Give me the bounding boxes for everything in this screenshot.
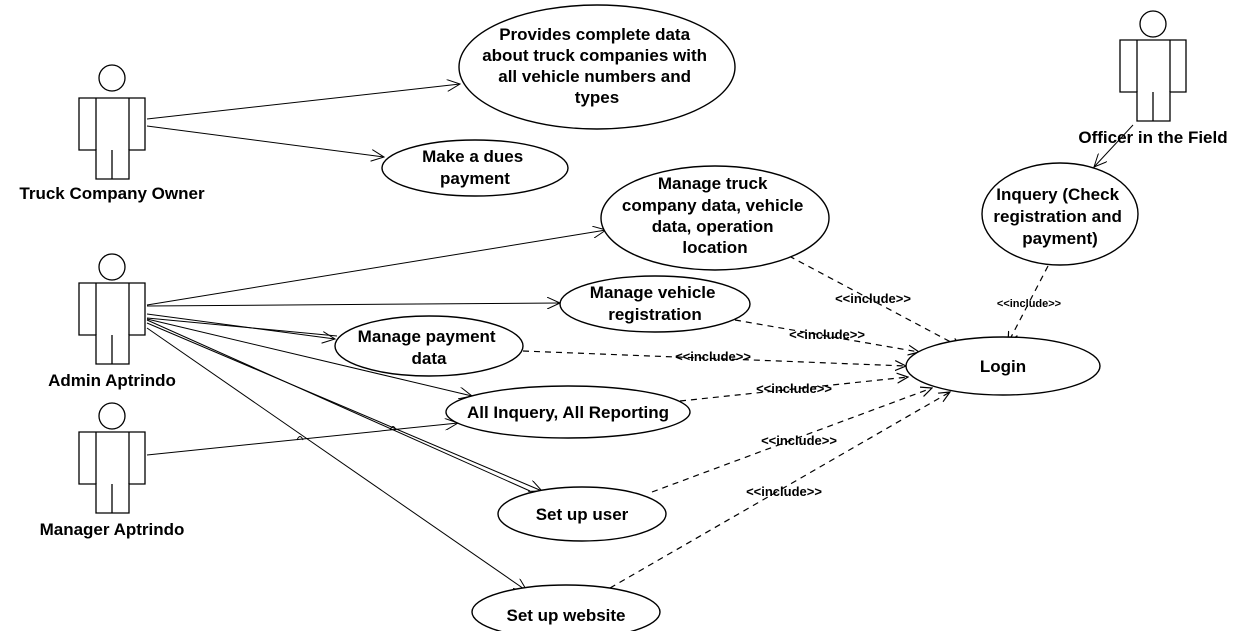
include-line (679, 377, 908, 402)
association-line (146, 230, 606, 306)
include-line (734, 319, 919, 352)
usecase-inquery-check-registration: Inquery (Check registration and payment) (981, 162, 1139, 266)
actor-figure-icon (78, 64, 146, 180)
line-crossing-hop (389, 426, 397, 431)
actor-manager-aptrindo: Manager Aptrindo (40, 402, 185, 539)
usecase-provides-complete-data: Provides complete data about truck compa… (458, 4, 736, 130)
usecase-label: Set up user (536, 505, 629, 524)
usecase-label: Inquery (Check registration and payment) (993, 185, 1126, 248)
usecase-login: Login (905, 336, 1101, 396)
actor-figure-icon (78, 402, 146, 514)
actor-officer-in-the-field: Officer in the Field (1078, 10, 1228, 147)
include-label: <<include>> (835, 291, 911, 306)
include-label: <<include>> (997, 298, 1061, 310)
usecase-manage-truck-company-data: Manage truck company data, vehicle data,… (600, 165, 830, 271)
include-dependencies (522, 255, 1049, 589)
association-line (146, 317, 338, 337)
associations (146, 84, 1134, 591)
usecase-label: Manage vehicle registration (590, 283, 720, 324)
include-label: <<include>> (746, 484, 822, 499)
usecase-set-up-user: Set up user (497, 486, 667, 542)
usecase-label: Manage payment data (358, 327, 501, 368)
actor-label: Truck Company Owner (19, 184, 205, 203)
include-label: <<include>> (675, 349, 751, 364)
usecase-set-up-website: Set up website (471, 584, 661, 631)
actor-truck-company-owner: Truck Company Owner (19, 64, 205, 203)
usecase-label: Login (980, 357, 1026, 376)
association-line (146, 125, 384, 157)
association-line (146, 84, 460, 120)
include-line (651, 388, 932, 493)
usecase-all-inquery-all-reporting: All Inquery, All Reporting (445, 385, 691, 439)
usecase-label: Make a dues payment (422, 147, 528, 188)
actor-admin-aptrindo: Admin Aptrindo (48, 253, 176, 390)
include-label: <<include>> (761, 433, 837, 448)
association-line (146, 303, 560, 306)
association-line (146, 319, 531, 492)
include-line (1008, 265, 1049, 343)
usecase-label: All Inquery, All Reporting (467, 403, 669, 422)
actor-label: Officer in the Field (1078, 128, 1227, 147)
usecase-label: Set up website (506, 606, 625, 625)
include-label: <<include>> (756, 381, 832, 396)
include-labels: <<include>> <<include>> <<include>> <<in… (675, 291, 1061, 499)
usecase-make-dues-payment: Make a dues payment (381, 139, 569, 197)
usecase-manage-payment-data: Manage payment data (334, 315, 524, 377)
include-line (522, 350, 906, 366)
actor-label: Manager Aptrindo (40, 520, 185, 539)
association-line (146, 327, 527, 591)
line-crossing-hop (296, 436, 304, 441)
actor-figure-icon (78, 253, 146, 365)
actor-figure-icon (1119, 10, 1187, 122)
usecase-label: Provides complete data about truck compa… (482, 25, 712, 107)
association-line (1094, 124, 1134, 167)
association-line (146, 318, 472, 396)
include-label: <<include>> (789, 327, 865, 342)
usecase-manage-vehicle-registration: Manage vehicle registration (559, 275, 751, 333)
usecase-label: Manage truck company data, vehicle data,… (622, 174, 808, 257)
actor-label: Admin Aptrindo (48, 371, 176, 390)
association-line (146, 322, 542, 491)
